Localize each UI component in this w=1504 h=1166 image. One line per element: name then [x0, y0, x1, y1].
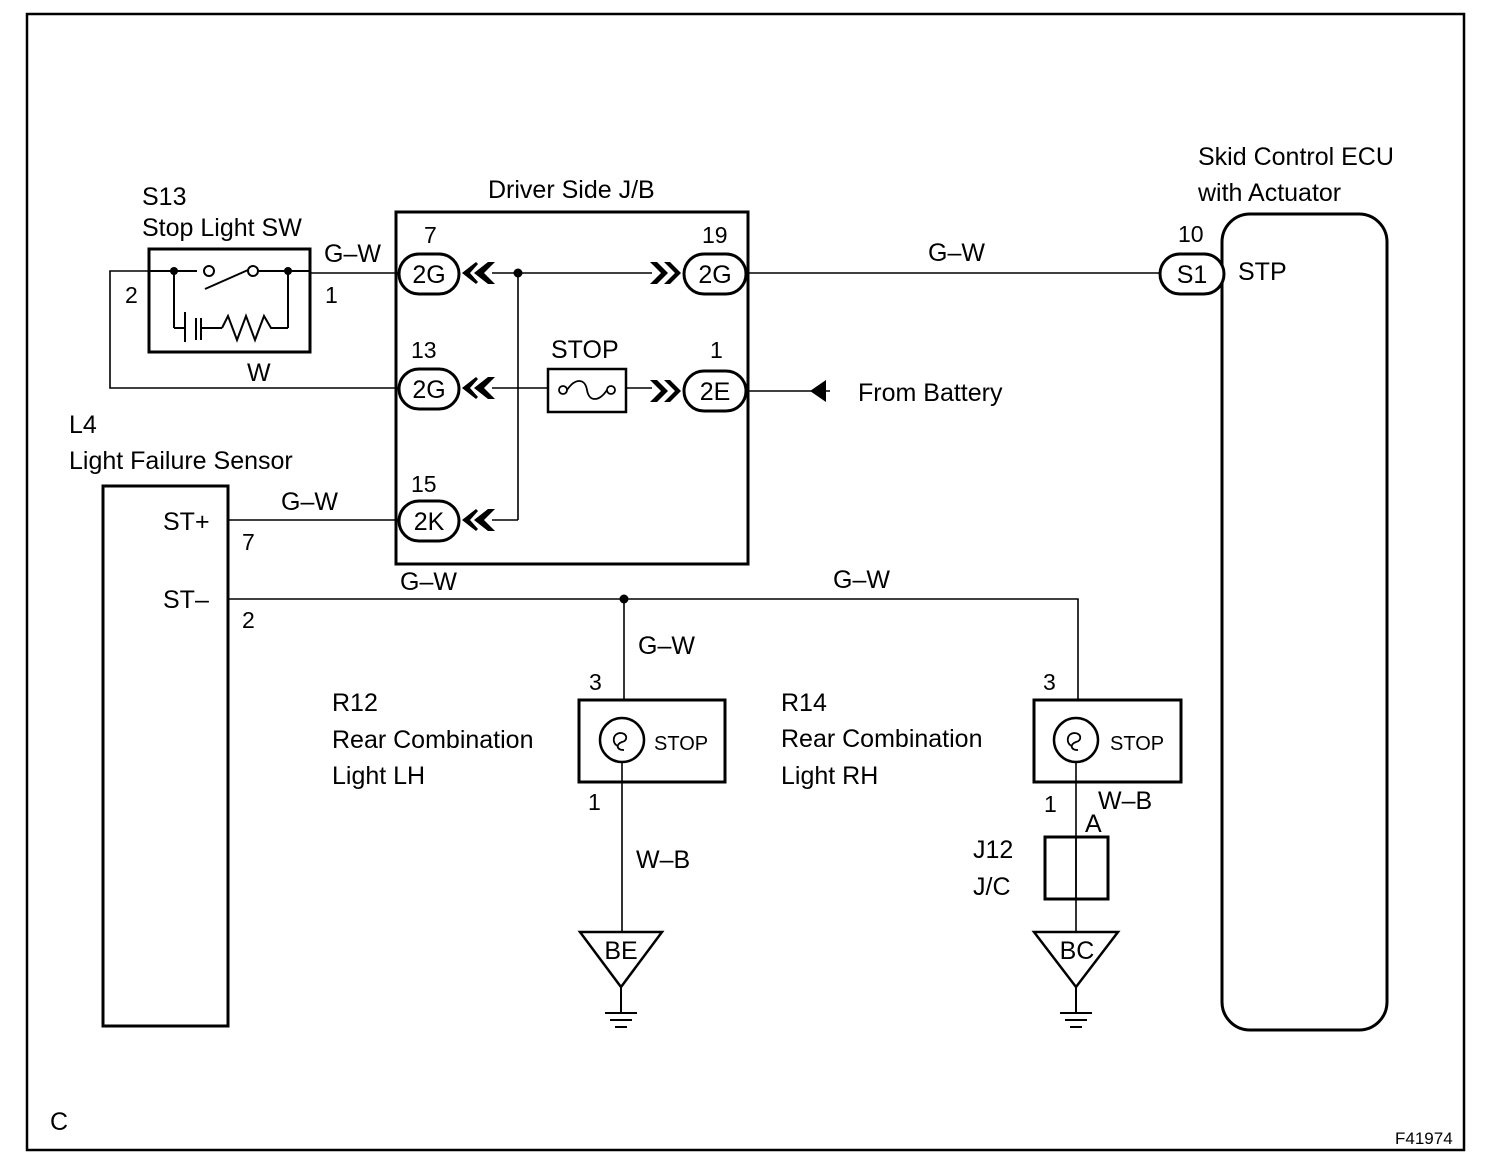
rear-combination-light-lh: R12 Rear Combination Light LH 3 STOP 1	[332, 669, 727, 815]
svg-text:2K: 2K	[414, 508, 445, 536]
jb-pin-13: 13	[411, 337, 437, 363]
r14-name-line2: Light RH	[781, 762, 878, 790]
bulb-icon	[598, 716, 646, 764]
jb-title: Driver Side J/B	[488, 176, 655, 204]
section-label: C	[50, 1108, 68, 1136]
fuse-icon	[558, 380, 616, 400]
r12-bulb-label: STOP	[654, 733, 708, 755]
jb-pin-1: 1	[710, 337, 723, 363]
connector-arrow-icon	[650, 380, 681, 402]
splice-point	[513, 268, 523, 278]
diode-resistor-icon	[174, 312, 288, 343]
r14-bulb-label: STOP	[1110, 733, 1164, 755]
l4-pin-7: 7	[242, 529, 255, 555]
r14-name-line1: Rear Combination	[781, 725, 983, 753]
wire-label-st-minus-right: G–W	[833, 566, 890, 594]
l4-terminal-st-plus: ST+	[163, 508, 210, 536]
svg-text:S1: S1	[1177, 261, 1208, 289]
s13-pin-2: 2	[125, 282, 138, 308]
connector-arrow-icon	[462, 262, 495, 284]
rear-combination-light-rh: R14 Rear Combination Light RH 3 STOP 1	[781, 669, 1183, 817]
ground-point-be: BE	[577, 930, 665, 1028]
stop-light-switch: S13 Stop Light SW 2 1	[125, 183, 338, 354]
ground-bc-label: BC	[1060, 937, 1095, 965]
wire-label-r12-ground: W–B	[636, 846, 690, 874]
r12-pin-1: 1	[588, 789, 601, 815]
r14-pin-3: 3	[1043, 669, 1056, 695]
junction-connector-j12: J12 J/C A	[973, 810, 1110, 901]
j12-pin-a: A	[1085, 810, 1102, 838]
s13-name: Stop Light SW	[142, 214, 302, 242]
connector-2g-19	[682, 252, 748, 296]
ecu-name-line2: with Actuator	[1197, 179, 1341, 207]
wire-label-s13-jb: G–W	[324, 240, 381, 268]
bulb-icon	[1052, 716, 1100, 764]
diagram-frame	[25, 12, 1466, 1152]
r12-name-line2: Light LH	[332, 762, 425, 790]
connector-2k-15	[397, 499, 461, 543]
skid-control-ecu: Skid Control ECU with Actuator 10 S1 STP	[1158, 143, 1394, 1032]
wires	[109, 270, 1160, 932]
s13-pin-1: 1	[325, 282, 338, 308]
s13-code: S13	[142, 183, 186, 211]
from-battery-label: From Battery	[858, 379, 1003, 407]
ecu-terminal-stp: STP	[1238, 258, 1287, 286]
l4-terminal-st-minus: ST–	[163, 586, 209, 614]
l4-name: Light Failure Sensor	[69, 447, 293, 475]
light-failure-sensor: L4 Light Failure Sensor ST+ ST– 7 2	[69, 411, 293, 1028]
connector-2g-7	[397, 252, 461, 296]
connector-s1	[1158, 252, 1226, 296]
wire-label-jb-l4: G–W	[281, 488, 338, 516]
svg-text:2E: 2E	[700, 378, 731, 406]
wire-label-jb-ecu: G–W	[928, 239, 985, 267]
connector-arrow-icon	[462, 509, 495, 531]
arrow-left-icon	[810, 380, 826, 402]
connector-arrow-icon	[462, 377, 495, 399]
ground-icon	[1060, 987, 1092, 1028]
connector-2e-1	[682, 369, 748, 413]
jb-pin-7: 7	[424, 222, 437, 248]
svg-text:2G: 2G	[698, 261, 731, 289]
ecu-pin-10: 10	[1178, 221, 1204, 247]
l4-code: L4	[69, 411, 97, 439]
wire-label-w: W	[247, 359, 271, 387]
ground-point-bc: BC	[1031, 930, 1121, 1028]
ecu-name-line1: Skid Control ECU	[1198, 143, 1394, 171]
jb-pin-15: 15	[411, 471, 437, 497]
l4-pin-2: 2	[242, 607, 255, 633]
battery-feed: From Battery	[810, 379, 1003, 407]
ground-be-label: BE	[604, 937, 637, 965]
j12-code: J12	[973, 836, 1013, 864]
figure-id: F41974	[1395, 1129, 1453, 1148]
connector-arrow-icon	[650, 262, 681, 284]
fuse-label: STOP	[551, 336, 619, 364]
switch-contact-icon	[149, 265, 310, 328]
jb-pin-19: 19	[702, 222, 728, 248]
wire-label-r12-feed: G–W	[638, 632, 695, 660]
svg-text:2G: 2G	[412, 261, 445, 289]
wire-label-r14-ground: W–B	[1098, 787, 1152, 815]
wire-label-st-minus-left: G–W	[400, 568, 457, 596]
r12-code: R12	[332, 689, 378, 717]
r12-name-line1: Rear Combination	[332, 726, 534, 754]
r14-code: R14	[781, 689, 827, 717]
r14-pin-1: 1	[1044, 791, 1057, 817]
r12-pin-3: 3	[589, 669, 602, 695]
j12-name: J/C	[973, 873, 1011, 901]
driver-side-junction-block: Driver Side J/B 7 2G 19 2G 13 2G STOP	[394, 176, 750, 566]
ground-icon	[605, 987, 637, 1028]
splice-point	[619, 594, 629, 604]
connector-2g-13	[397, 367, 461, 411]
svg-text:2G: 2G	[412, 376, 445, 404]
